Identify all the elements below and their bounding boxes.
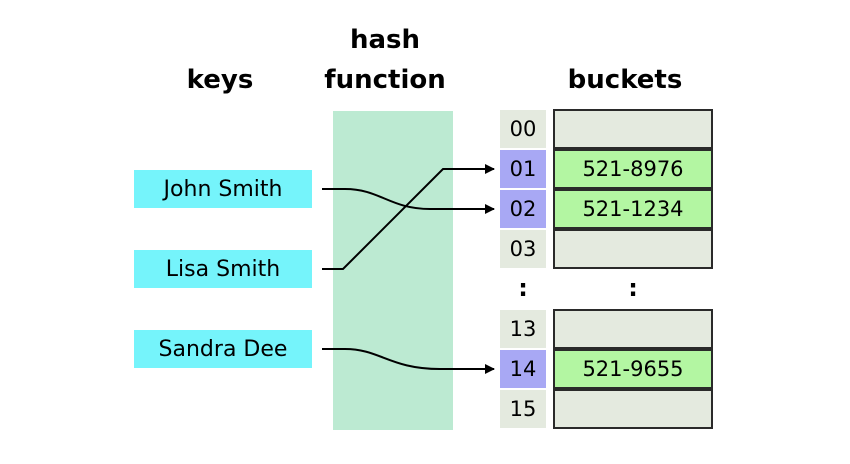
hash-function-header-line2: function: [324, 65, 446, 95]
key-lisa-smith: Lisa Smith: [134, 250, 312, 288]
arrow-john-smith-to-02: [322, 188, 495, 214]
index-00: 00: [500, 110, 546, 148]
index-ellipsis: :: [518, 274, 528, 302]
bucket-ellipsis: :: [628, 274, 638, 302]
hash-function-band: [333, 111, 453, 430]
index-14: 14: [500, 350, 546, 388]
index-02: 02: [500, 190, 546, 228]
hash-function-header-line1: hash: [349, 25, 421, 55]
bucket-00: [553, 109, 713, 149]
key-john-smith: John Smith: [134, 170, 312, 208]
bucket-03: [553, 229, 713, 269]
keys-header: keys: [186, 65, 254, 95]
bucket-15: [553, 389, 713, 429]
bucket-14: 521-9655: [553, 349, 713, 389]
index-13: 13: [500, 310, 546, 348]
key-sandra-dee: Sandra Dee: [134, 330, 312, 368]
bucket-02: 521-1234: [553, 189, 713, 229]
index-01: 01: [500, 150, 546, 188]
buckets-header: buckets: [567, 65, 683, 95]
bucket-01: 521-8976: [553, 149, 713, 189]
index-15: 15: [500, 390, 546, 428]
bucket-13: [553, 309, 713, 349]
index-03: 03: [500, 230, 546, 268]
arrow-sandra-dee-to-14: [322, 348, 495, 374]
arrow-lisa-smith-to-01: [322, 164, 495, 270]
